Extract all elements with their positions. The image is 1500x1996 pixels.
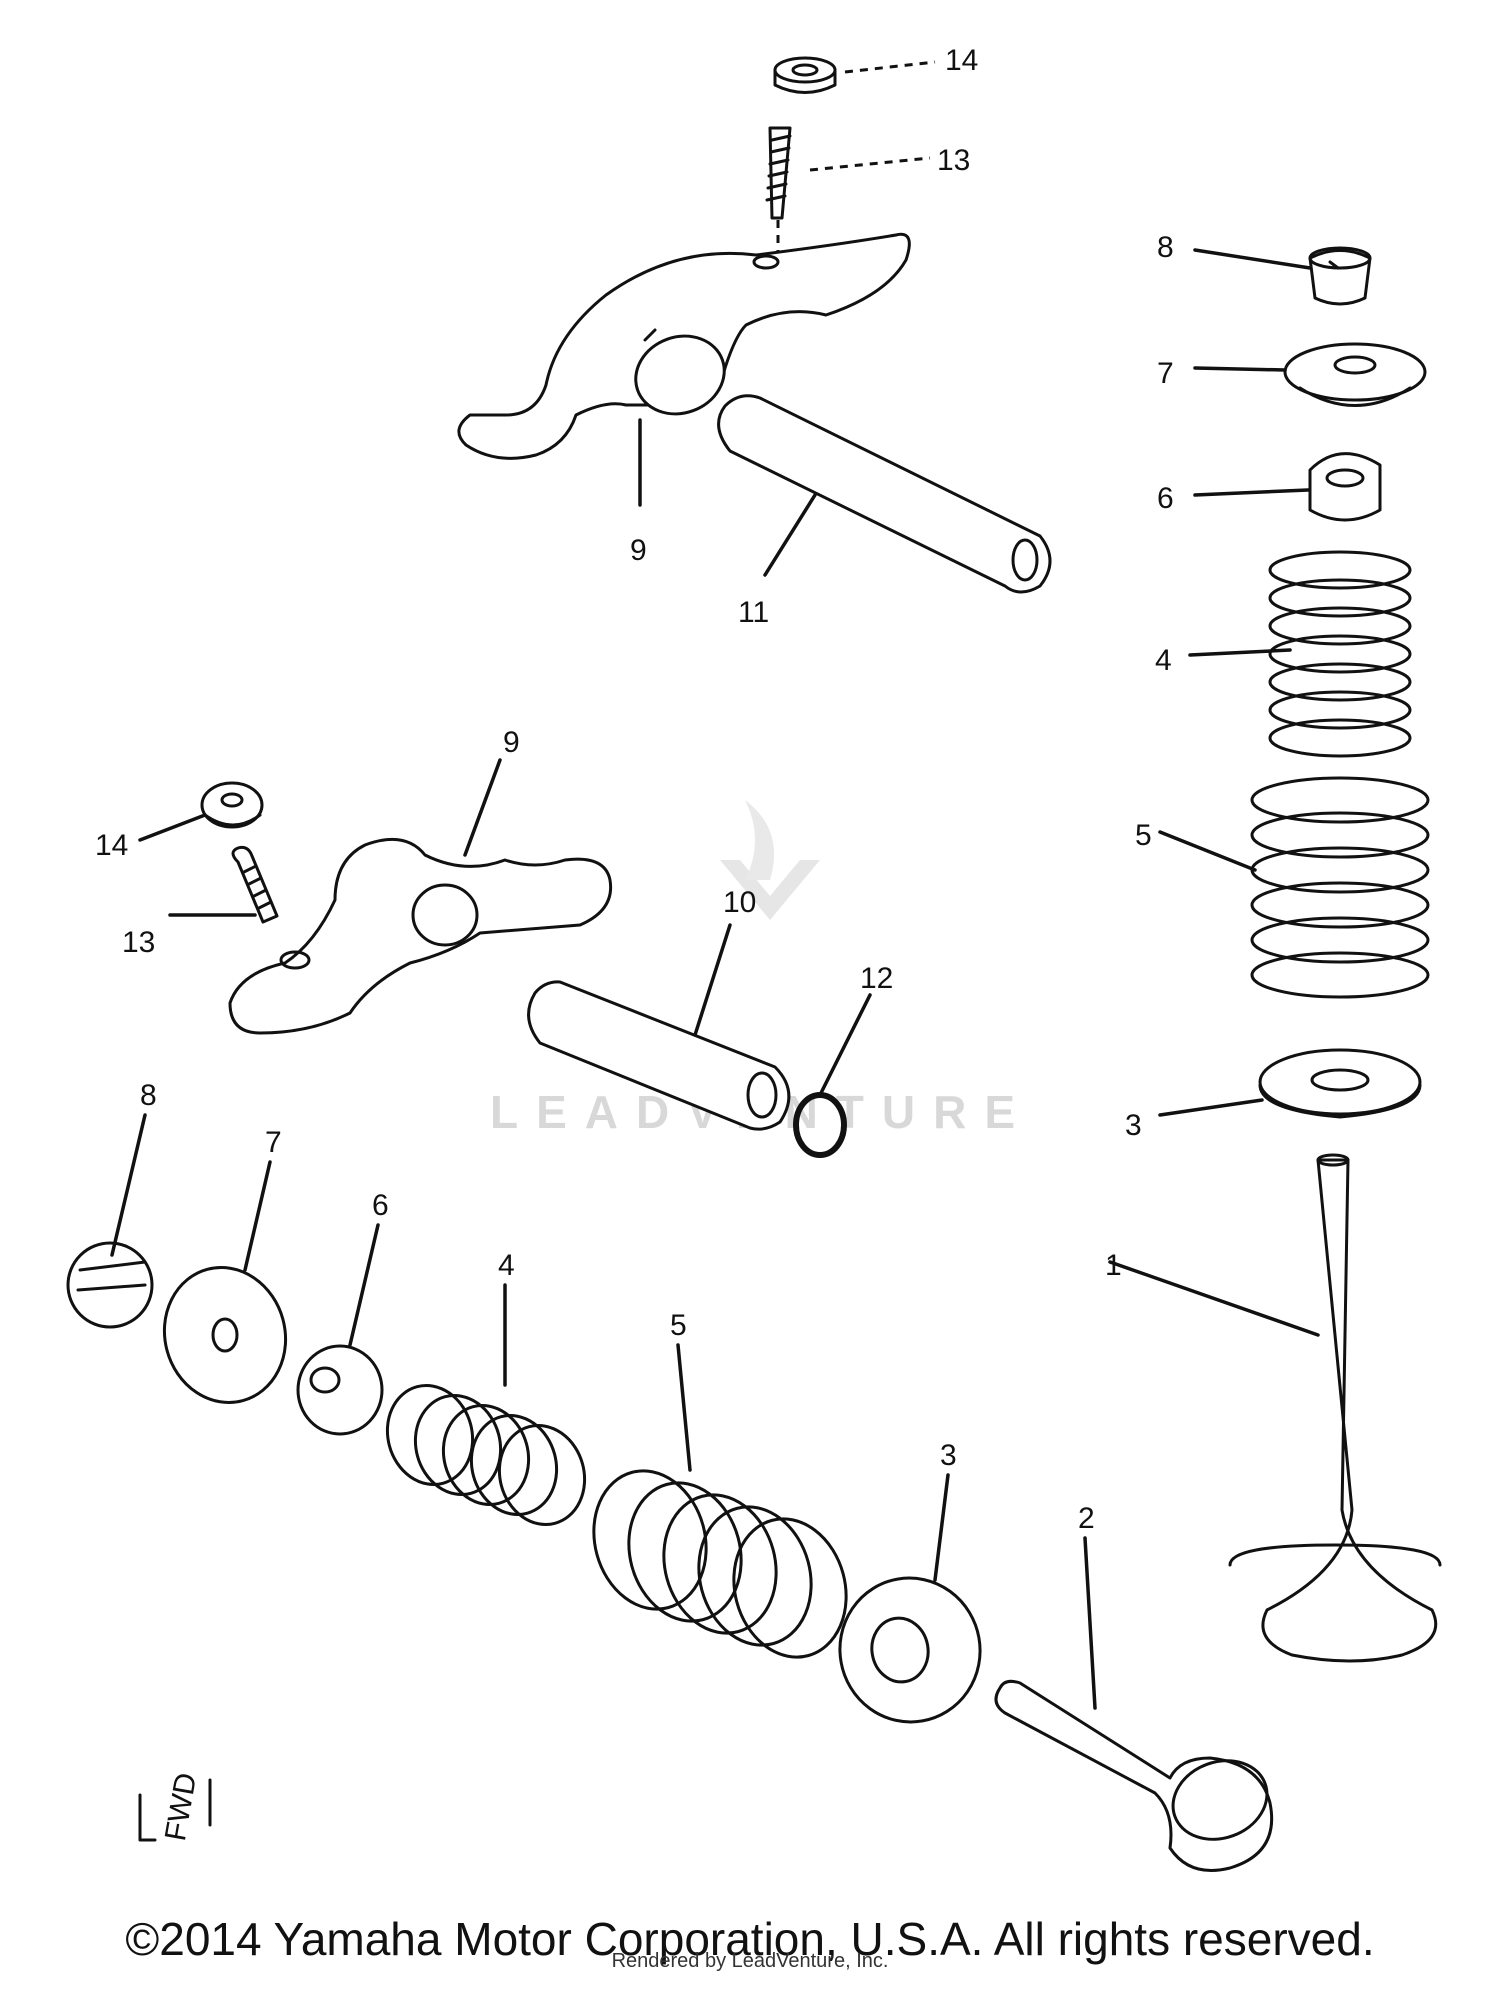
callout-mid-14: 14 [95,829,128,862]
bot-inner-spring-4 [385,1383,587,1527]
callout-bot-3: 3 [940,1439,957,1472]
callout-right-1: 1 [1105,1249,1122,1282]
right-inner-spring-4 [1268,550,1412,758]
right-outer-spring-5 [1250,776,1430,999]
rendered-by-text: Rendered by LeadVenture, Inc. [611,1950,889,1972]
right-retainer-7 [1283,342,1427,407]
callout-top-14: 14 [945,44,978,77]
callout-top-13: 13 [937,144,970,177]
right-cotter-8 [1308,246,1372,306]
callout-numbers: 14 13 9 11 8 7 6 4 5 3 1 9 14 13 10 12 8… [95,44,1174,1535]
bot-seal-6 [296,1344,384,1436]
callout-right-8: 8 [1157,231,1174,264]
mid-screw-13 [231,845,279,924]
bot-spring-seat-3 [838,1576,982,1724]
callout-mid-9: 9 [503,726,520,759]
callout-bot-6: 6 [372,1189,389,1222]
callout-mid-12: 12 [860,962,893,995]
callout-bot-4: 4 [498,1249,515,1282]
callout-right-3: 3 [1125,1109,1142,1142]
callout-right-7: 7 [1157,357,1174,390]
bot-outer-spring-5 [592,1469,848,1659]
mid-rocker-arm-9 [228,837,613,1035]
callout-bot-7: 7 [265,1126,282,1159]
callout-bot-8: 8 [140,1079,157,1112]
leader-lines [110,248,1320,1710]
callout-bot-2: 2 [1078,1502,1095,1535]
callout-bot-5: 5 [670,1309,687,1342]
bot-cotter-8 [66,1241,154,1329]
copyright-text: ©2014 Yamaha Motor Corporation, U.S.A. A… [125,1913,1375,1965]
mid-nut-14 [200,781,264,829]
top-nut-14 [773,56,837,94]
fwd-marker: FWD [138,1770,212,1843]
top-rocker-arm-9 [457,232,911,460]
callout-mid-13: 13 [122,926,155,959]
top-shaft-11 [717,394,1052,594]
bot-valve-2 [994,1679,1274,1872]
callout-top-11: 11 [738,596,769,629]
callout-right-4: 4 [1155,644,1172,677]
callout-top-9: 9 [630,534,647,567]
callout-mid-10: 10 [723,886,756,919]
mid-shaft-10 [527,980,791,1131]
right-spring-seat-3 [1258,1048,1422,1119]
right-seal-6 [1308,452,1382,522]
callout-right-5: 5 [1135,819,1152,852]
callout-right-6: 6 [1157,482,1174,515]
top-screw-13 [765,126,792,255]
right-valve-1 [1228,1153,1442,1663]
fwd-label: FWD [159,1770,203,1843]
bot-retainer-7 [162,1266,288,1404]
